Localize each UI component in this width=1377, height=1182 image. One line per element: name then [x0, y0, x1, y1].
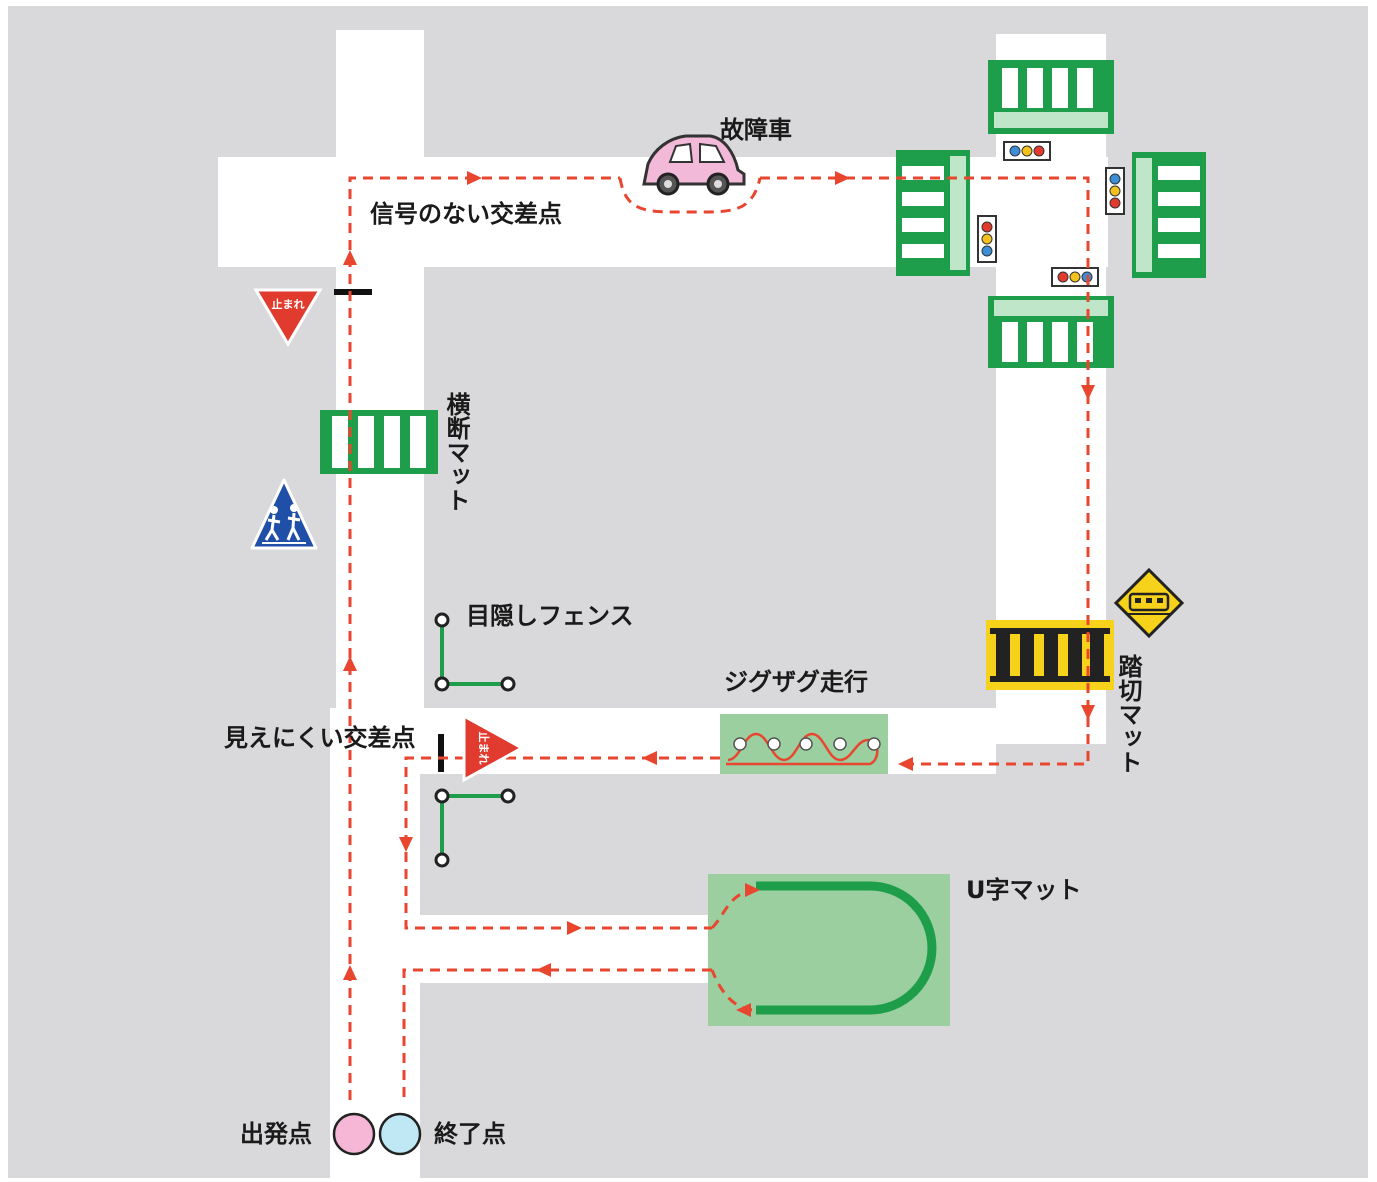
start-point-icon [332, 1112, 376, 1156]
route-arrows [343, 171, 1095, 1017]
u-mat-label: U字マット [966, 876, 1082, 904]
hidden-intersection-label: 見えにくい交差点 [224, 724, 416, 752]
road-lower-branch [405, 915, 710, 983]
traffic-light-icon [1003, 141, 1051, 161]
broken-car-label: 故障車 [720, 116, 792, 144]
stop-line [438, 734, 444, 772]
route-path [348, 176, 1090, 1100]
blind-fence-upper [434, 612, 516, 692]
crosswalk-mat [320, 410, 438, 474]
stop-sign-icon: 止まれ [462, 713, 526, 783]
stop-sign-label: 止まれ [477, 732, 491, 765]
railroad-crossing-mat [986, 620, 1114, 690]
finish-point-icon [378, 1112, 422, 1156]
traffic-light-icon [977, 215, 997, 263]
finish-label: 終了点 [434, 1120, 506, 1148]
crosswalk-mat-label: 横断マット [442, 391, 470, 512]
u-turn-mat [708, 874, 950, 1026]
blind-fence-label: 目隠しフェンス [466, 602, 634, 630]
road-middle [420, 708, 996, 774]
zigzag-label: ジグザグ走行 [724, 668, 868, 696]
traffic-light-icon [1051, 267, 1099, 287]
pedestrian-crossing-sign-icon [250, 478, 318, 550]
stop-line [334, 289, 372, 295]
crosswalk-mat-right [1132, 152, 1206, 278]
crosswalk-mat-bottom [988, 296, 1114, 368]
traffic-light-icon [1105, 167, 1125, 215]
crosswalk-mat-left [896, 150, 970, 276]
zigzag-mat [720, 714, 888, 774]
car-icon [642, 134, 746, 196]
stop-sign-icon: 止まれ [253, 288, 323, 347]
railroad-mat-label: 踏切マット [1114, 654, 1142, 774]
railroad-crossing-sign-icon [1113, 567, 1185, 639]
start-label: 出発点 [240, 1120, 312, 1148]
crosswalk-mat-top [988, 60, 1114, 134]
blind-fence-lower [434, 788, 516, 868]
stop-sign-label: 止まれ [272, 297, 305, 311]
unsignaled-intersection-label: 信号のない交差点 [370, 200, 562, 228]
